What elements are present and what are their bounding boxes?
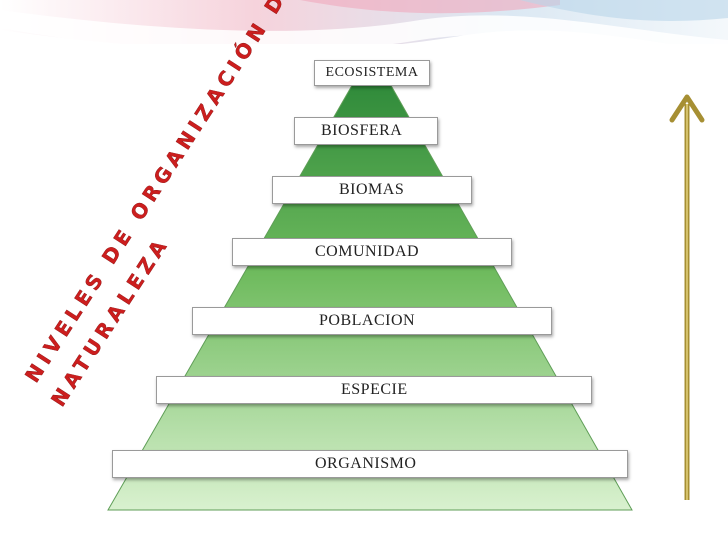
level-label: POBLACION (319, 312, 416, 329)
level-label: BIOSFERA (321, 122, 403, 139)
level-comunidad: COMUNIDAD (232, 238, 512, 266)
level-label: BIOMAS (339, 181, 405, 198)
up-arrow-icon (669, 94, 705, 500)
level-poblacion: POBLACION (192, 307, 552, 335)
level-organismo: ORGANISMO (112, 450, 628, 478)
pyramid (107, 81, 633, 511)
level-biosfera: BIOSFERA (294, 117, 438, 145)
level-especie: ESPECIE (156, 376, 592, 404)
level-label: ECOSISTEMA (325, 65, 419, 80)
level-ecosistema: ECOSISTEMA (314, 60, 430, 86)
level-label: ORGANISMO (315, 455, 417, 472)
level-biomas: BIOMAS (272, 176, 472, 204)
header-band (0, 0, 728, 60)
level-label: COMUNIDAD (315, 243, 420, 260)
level-label: ESPECIE (341, 381, 408, 398)
